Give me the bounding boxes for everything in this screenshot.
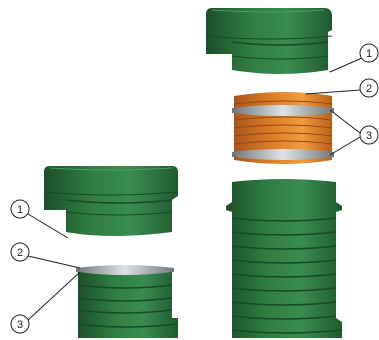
callout-number: 2 — [17, 247, 23, 259]
right-base — [226, 179, 343, 338]
callout-number: 3 — [366, 130, 372, 142]
callout-right-3: 3 — [329, 109, 379, 156]
right-threaded-insert — [232, 92, 334, 164]
leader-line — [27, 213, 69, 239]
leader-line — [329, 109, 361, 134]
leader-line — [305, 89, 361, 95]
callout-circle — [10, 242, 30, 262]
callout-circle — [359, 43, 379, 63]
callout-left-2: 2 — [10, 242, 81, 269]
callout-right-1: 1 — [329, 43, 379, 73]
leader-line — [27, 271, 81, 321]
callout-circle — [10, 199, 30, 219]
left-base — [77, 272, 179, 338]
leader-line — [329, 57, 363, 73]
callout-right-2: 2 — [305, 78, 379, 98]
callout-circle — [359, 125, 379, 145]
callout-number: 1 — [366, 48, 372, 60]
leader-line — [329, 136, 361, 156]
leader-line — [27, 255, 81, 269]
left-cap — [43, 166, 179, 236]
callout-circle — [359, 78, 379, 98]
left-oring — [76, 265, 174, 275]
callout-number: 1 — [17, 204, 23, 216]
callout-circle — [10, 314, 30, 334]
callout-number: 3 — [17, 319, 23, 331]
right-cap — [205, 8, 333, 74]
callout-left-3: 3 — [10, 271, 81, 334]
callout-number: 2 — [366, 83, 372, 95]
callout-left-1: 1 — [10, 199, 69, 239]
